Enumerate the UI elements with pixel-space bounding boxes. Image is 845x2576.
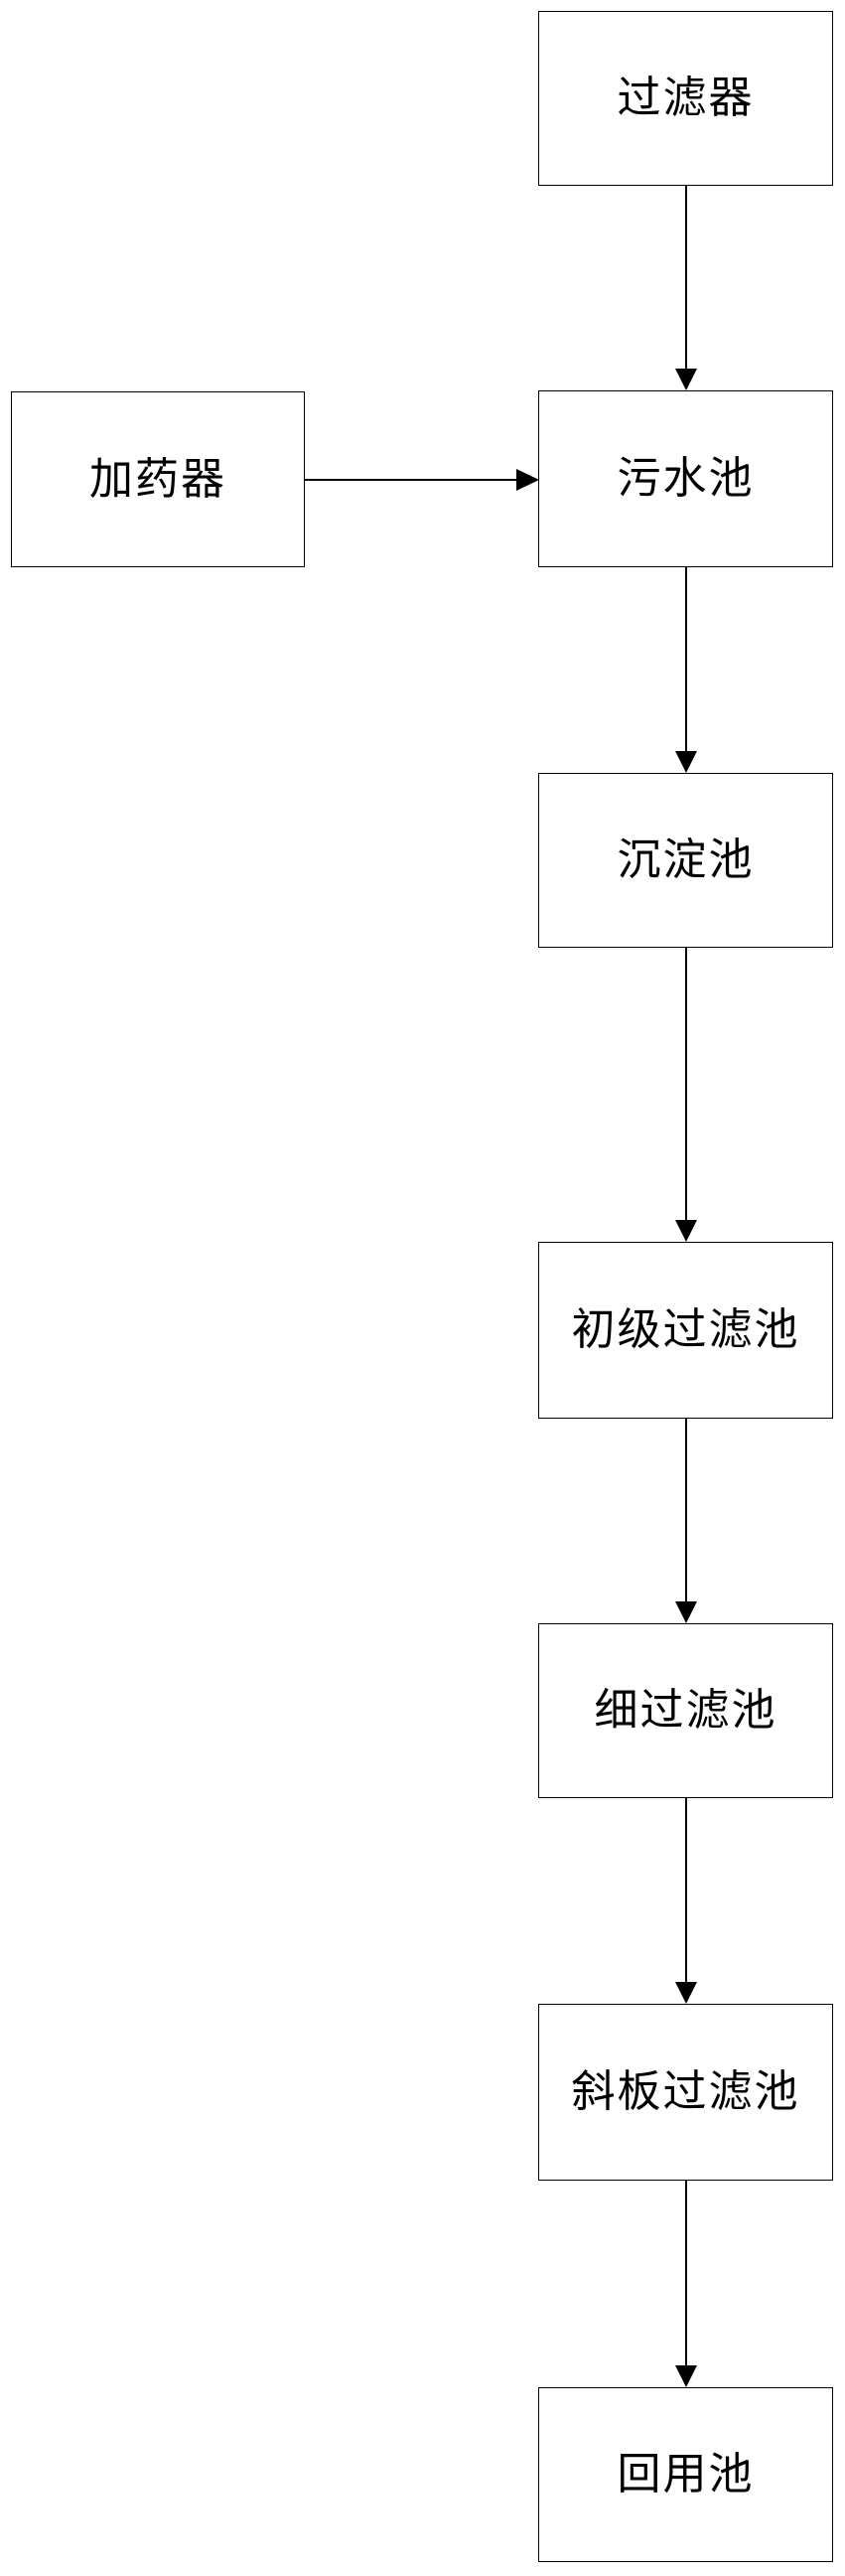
edge-inclined-plate-filter-pool-to-reuse-pool	[685, 2181, 687, 2365]
edge-primary-filter-pool-to-fine-filter-pool-arrowhead	[675, 1601, 697, 1623]
node-filter-label: 过滤器	[617, 73, 755, 123]
edge-filter-to-sewage-pool-arrowhead	[675, 369, 697, 390]
node-reuse-pool-label: 回用池	[617, 2449, 755, 2500]
node-primary-filter-pool-label: 初级过滤池	[571, 1304, 800, 1355]
node-dosing-device-label: 加药器	[89, 453, 226, 505]
node-settling-pool[interactable]: 沉淀池	[538, 773, 833, 948]
edge-sewage-pool-to-settling-pool	[685, 567, 687, 751]
edge-settling-pool-to-primary-filter-pool-arrowhead	[675, 1220, 697, 1242]
edge-fine-filter-pool-to-inclined-plate-filter-pool	[685, 1798, 687, 1982]
node-sewage-pool-label: 污水池	[617, 453, 755, 504]
node-filter[interactable]: 过滤器	[538, 11, 833, 186]
edge-sewage-pool-to-settling-pool-arrowhead	[675, 751, 697, 773]
edge-dosing-to-sewage-pool-arrowhead	[516, 469, 539, 491]
edge-dosing-to-sewage-pool	[305, 479, 516, 481]
edge-filter-to-sewage-pool	[685, 186, 687, 369]
node-inclined-plate-filter-pool[interactable]: 斜板过滤池	[538, 2004, 833, 2181]
edge-primary-filter-pool-to-fine-filter-pool	[685, 1419, 687, 1601]
node-fine-filter-pool-label: 细过滤池	[594, 1685, 777, 1736]
node-fine-filter-pool[interactable]: 细过滤池	[538, 1623, 833, 1798]
edge-inclined-plate-filter-pool-to-reuse-pool-arrowhead	[675, 2365, 697, 2387]
node-primary-filter-pool[interactable]: 初级过滤池	[538, 1242, 833, 1419]
edge-fine-filter-pool-to-inclined-plate-filter-pool-arrowhead	[675, 1982, 697, 2004]
edge-settling-pool-to-primary-filter-pool	[685, 948, 687, 1220]
node-sewage-pool[interactable]: 污水池	[538, 390, 833, 567]
node-inclined-plate-filter-pool-label: 斜板过滤池	[571, 2066, 800, 2117]
node-settling-pool-label: 沉淀池	[617, 834, 755, 885]
node-reuse-pool[interactable]: 回用池	[538, 2387, 833, 2562]
node-dosing-device[interactable]: 加药器	[11, 391, 305, 567]
